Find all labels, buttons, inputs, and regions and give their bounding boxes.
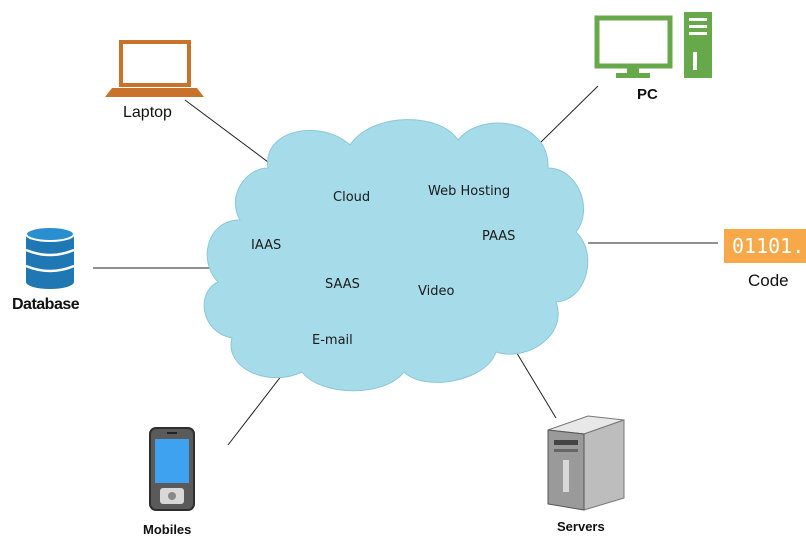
mobile-phone-icon: [149, 427, 195, 511]
cloud-shape: [203, 119, 589, 392]
database-label: Database: [12, 296, 80, 313]
desktop-pc-icon: [594, 12, 712, 78]
servers-label: Servers: [557, 519, 605, 534]
cloud-label-web-hosting: Web Hosting: [428, 184, 511, 199]
cloud-label-video: Video: [418, 284, 455, 299]
cloud-label-paas: PAAS: [482, 229, 516, 244]
cloud-label-email: E-mail: [312, 333, 353, 348]
connector-pc: [539, 85, 599, 144]
connector-servers: [514, 349, 557, 419]
code-label: Code: [748, 271, 789, 290]
connectors: [93, 85, 718, 446]
database-icon: [25, 226, 75, 289]
laptop-label: Laptop: [123, 104, 172, 121]
cloud-label-cloud: Cloud: [333, 190, 371, 205]
connector-laptop: [184, 99, 273, 166]
connector-mobiles: [227, 374, 283, 446]
laptop-icon: [105, 40, 204, 97]
pc-label: PC: [637, 86, 658, 103]
cloud-label-iaas: IAAS: [251, 238, 282, 253]
server-icon: [547, 415, 625, 511]
mobiles-label: Mobiles: [143, 522, 192, 537]
code-icon: 01101...: [724, 229, 806, 263]
cloud-label-saas: SAAS: [325, 277, 360, 292]
